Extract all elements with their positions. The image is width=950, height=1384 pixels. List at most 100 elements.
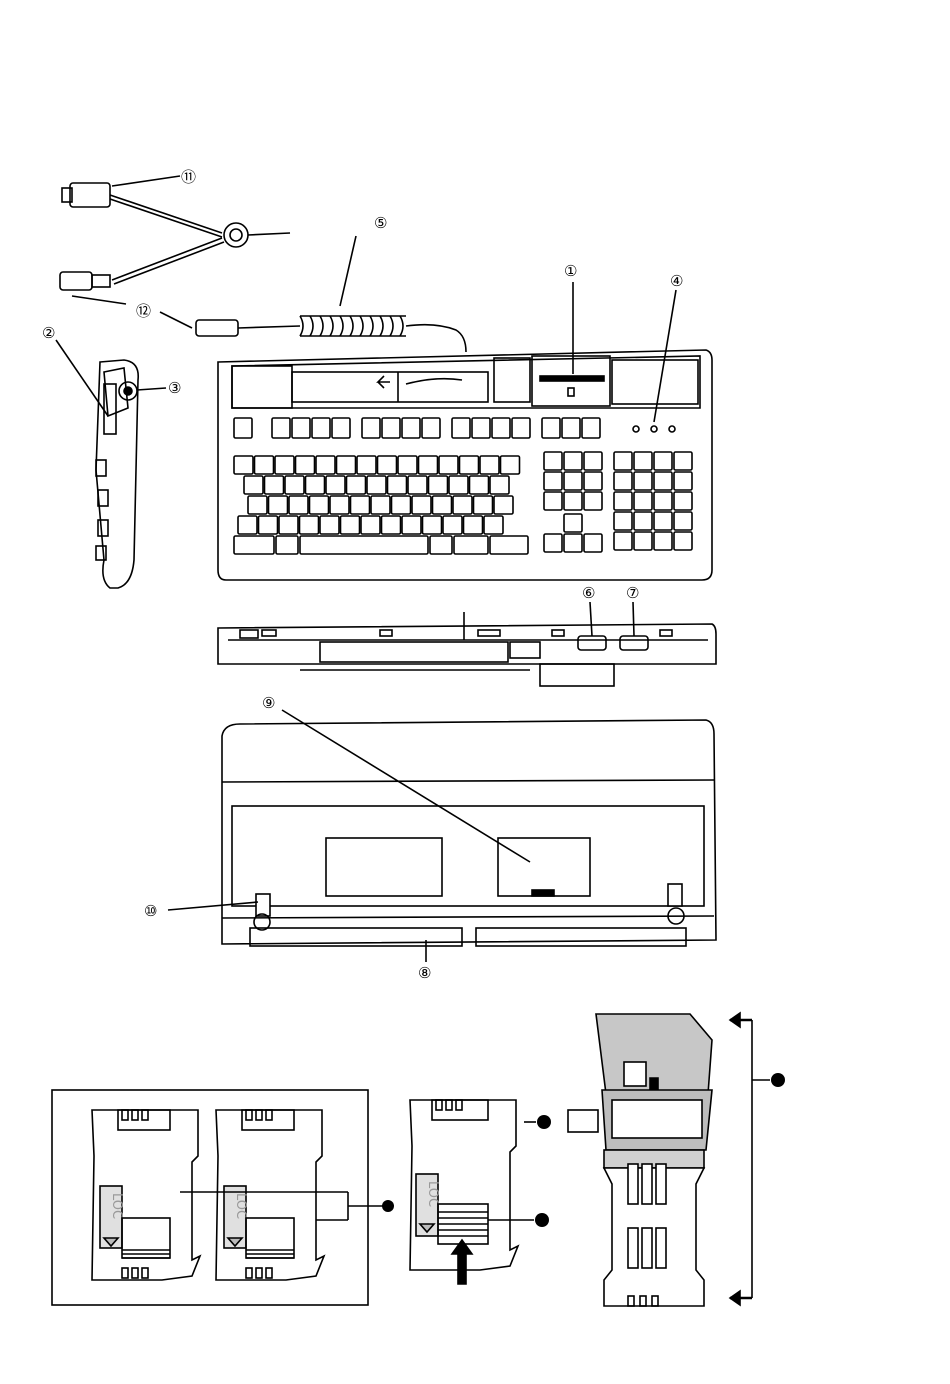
callout-7-label: ⑦	[626, 584, 639, 602]
y-cable	[60, 183, 290, 304]
key	[674, 452, 692, 470]
key	[654, 512, 672, 530]
key	[330, 496, 349, 514]
callout-3-label: ③	[168, 379, 181, 397]
key	[634, 452, 652, 470]
key	[332, 418, 350, 438]
card-insertion	[568, 1014, 712, 1306]
key	[542, 418, 560, 438]
callout-8-label: ⑧	[418, 964, 431, 982]
key	[454, 536, 488, 554]
callout-1-label: ①	[564, 262, 577, 280]
key	[402, 516, 421, 534]
key	[674, 492, 692, 510]
key	[272, 418, 290, 438]
callout-12-label: ⑫	[136, 302, 151, 320]
key	[248, 496, 267, 514]
key	[674, 532, 692, 550]
key	[544, 492, 562, 510]
key	[452, 418, 470, 438]
key	[490, 476, 509, 494]
key	[259, 516, 278, 534]
key	[275, 456, 294, 474]
key	[312, 418, 330, 438]
key	[300, 536, 428, 554]
key	[484, 516, 503, 534]
card-c-dot-top	[537, 1115, 551, 1129]
key	[584, 534, 602, 552]
key	[402, 418, 420, 438]
key	[361, 516, 380, 534]
key	[614, 472, 632, 490]
key	[408, 476, 427, 494]
callout-3-line	[137, 388, 166, 390]
key	[269, 496, 288, 514]
key	[234, 418, 252, 438]
key	[654, 452, 672, 470]
key	[285, 476, 304, 494]
key	[337, 456, 356, 474]
key	[296, 456, 315, 474]
key	[544, 472, 562, 490]
key	[234, 536, 274, 554]
key	[490, 536, 528, 554]
key	[464, 516, 483, 534]
key	[470, 476, 489, 494]
key	[234, 456, 253, 474]
key	[292, 418, 310, 438]
callout-10-label: ⑩	[144, 902, 157, 920]
card-c-dot	[535, 1213, 549, 1227]
key	[674, 472, 692, 490]
key	[326, 476, 345, 494]
key	[347, 476, 366, 494]
key	[422, 418, 440, 438]
key	[564, 534, 582, 552]
keyboard-rear-view	[218, 612, 716, 686]
key	[674, 512, 692, 530]
key	[439, 456, 458, 474]
key	[654, 532, 672, 550]
key	[357, 456, 376, 474]
key	[392, 496, 411, 514]
key	[238, 516, 257, 534]
key	[494, 496, 513, 514]
key	[443, 516, 462, 534]
key	[279, 516, 298, 534]
key	[310, 496, 329, 514]
key	[544, 534, 562, 552]
key	[474, 496, 493, 514]
key	[614, 532, 632, 550]
key	[244, 476, 263, 494]
callout-12	[160, 312, 192, 328]
function-keys	[234, 418, 600, 438]
key	[460, 456, 479, 474]
key	[398, 456, 417, 474]
key	[289, 496, 308, 514]
callout-7-line	[633, 602, 634, 636]
card-slot-a: LOC	[92, 1110, 200, 1280]
callout-11	[112, 176, 180, 186]
key	[300, 516, 319, 534]
key	[584, 472, 602, 490]
key	[423, 516, 442, 534]
callout-2-label: ②	[42, 324, 55, 342]
card-slot-c: LOC	[410, 1100, 518, 1284]
callout-9-label: ⑨	[262, 694, 275, 712]
key	[492, 418, 510, 438]
main-keys	[234, 456, 528, 554]
key	[562, 418, 580, 438]
key	[654, 472, 672, 490]
insertion-bracket	[730, 1013, 785, 1305]
key	[584, 452, 602, 470]
key	[449, 476, 468, 494]
key	[341, 516, 360, 534]
card-slot-b: LOC	[216, 1110, 324, 1280]
key	[634, 472, 652, 490]
callout-11-label: ⑪	[181, 168, 196, 186]
nav-keys	[544, 452, 602, 552]
keyboard-side-view	[96, 360, 138, 588]
key	[382, 418, 400, 438]
key	[501, 456, 520, 474]
lock-label-b: LOC	[233, 1193, 248, 1219]
key	[316, 456, 335, 474]
